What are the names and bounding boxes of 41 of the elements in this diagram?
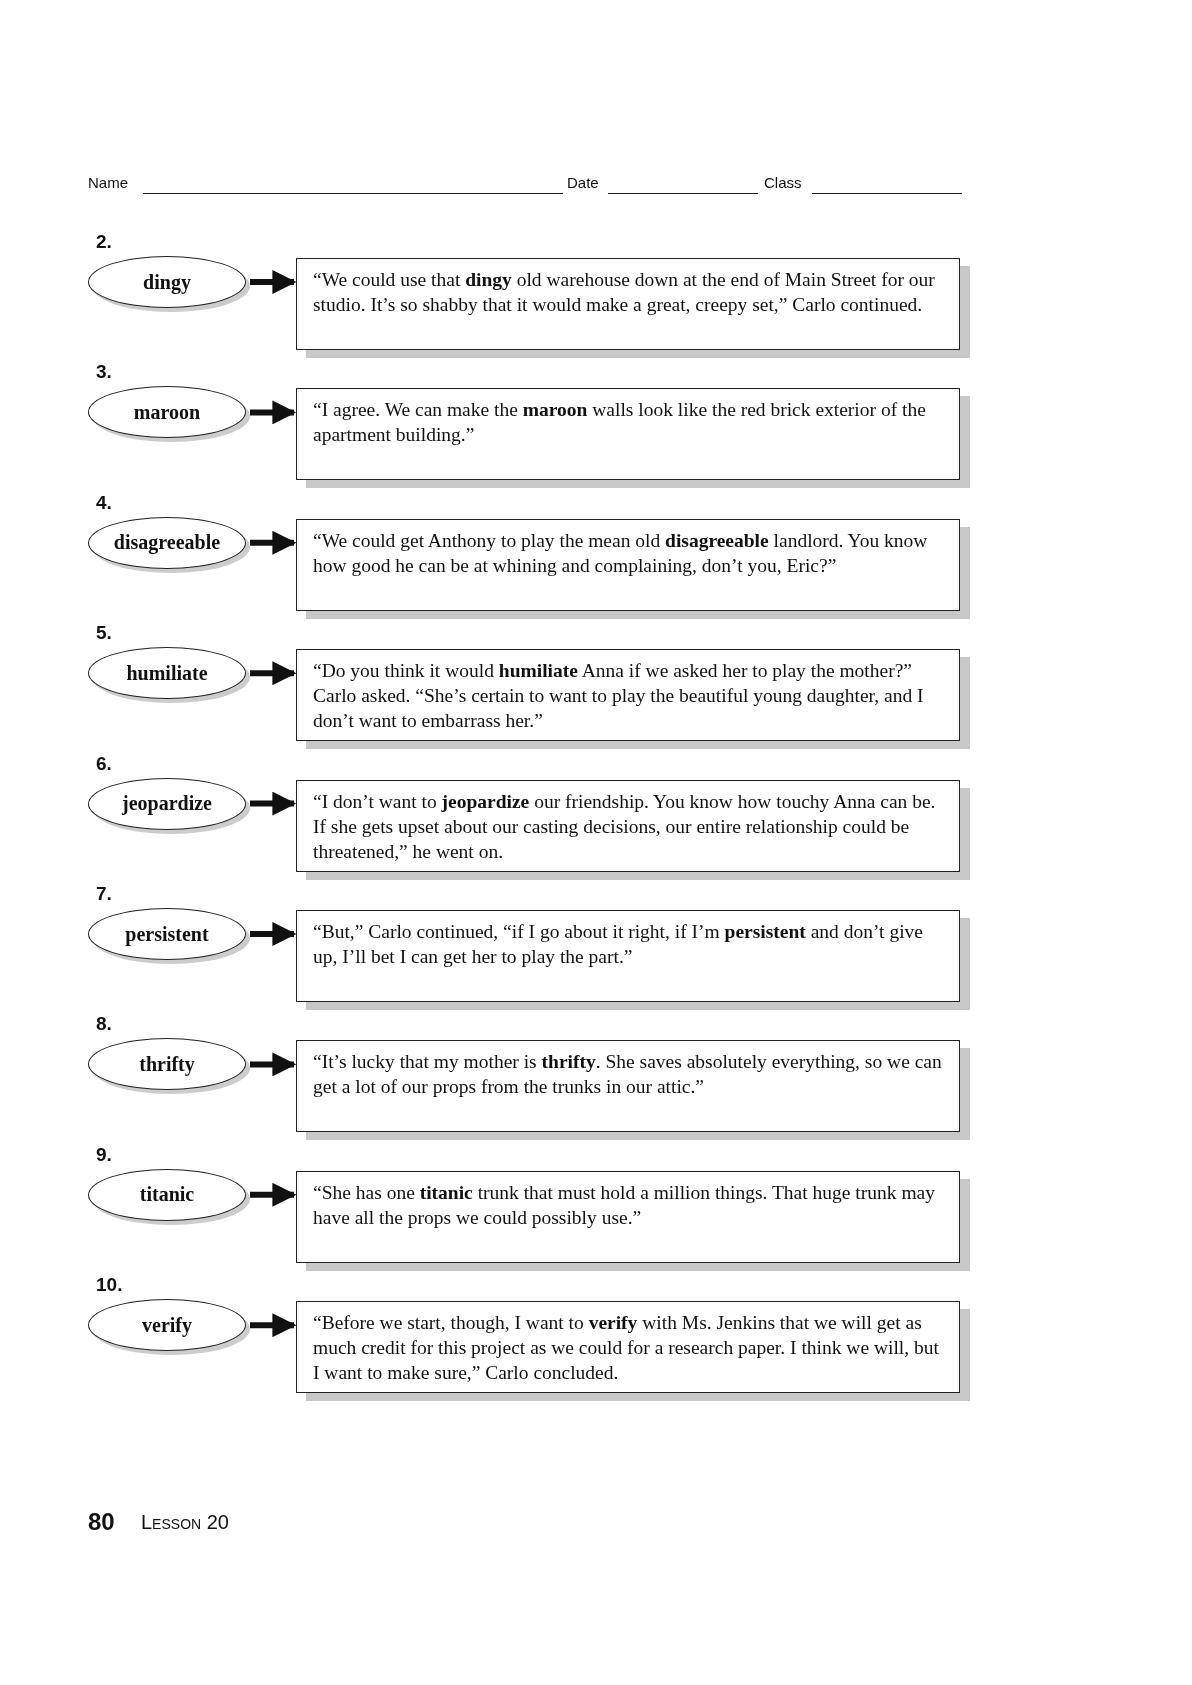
sentence-text: “But,” Carlo continued, “if I go about it right, if I’m persistent and don’t give up, I’ll bet I can get her to play the part.” (313, 920, 924, 969)
sentence-text: “Before we start, though, I want to verify with Ms. Jenkins that we will get as much credit for this project as we could for a research paper. I think we will, but I want to make sure,” Carlo concluded. (313, 1311, 940, 1386)
vocabulary-word: titanic (139, 1183, 195, 1207)
item-number: 10. (96, 1274, 123, 1297)
field-label: Class (764, 174, 802, 191)
item-number: 5. (96, 622, 112, 645)
sentence-text: “I don’t want to jeopardize our friendship. You know how touchy Anna can be. If she gets upset about our casting decisions, our entire relationship could be threatened,” he went on. (313, 789, 937, 864)
item-number: 4. (96, 491, 112, 514)
arrow (250, 661, 297, 686)
arrow (250, 791, 297, 816)
arrow (250, 922, 297, 946)
field-label: Name (88, 174, 128, 191)
vocabulary-word: verify (142, 1313, 192, 1337)
sentence-text: “She has one titanic trunk that must hold a million things. That huge trunk may have all the props we could possibly use.” (313, 1180, 936, 1230)
sentence-text: “It’s lucky that my mother is thrifty. She saves absolutely everything, so we can get a lot of our props from the trunks in our attic.” (313, 1050, 943, 1100)
item-number: 8. (96, 1013, 112, 1036)
sentence-text: “I agree. We can make the maroon walls look like the red brick exterior of the apartment building.” (313, 398, 927, 448)
lesson-label: Lesson 20 (141, 1511, 229, 1534)
vocabulary-word: thrifty (139, 1052, 195, 1076)
vocabulary-word: dingy (143, 270, 191, 294)
vocabulary-word: persistent (125, 922, 209, 946)
item-number: 3. (96, 361, 112, 384)
arrow (250, 270, 297, 294)
arrow (250, 1182, 297, 1207)
vocabulary-word: maroon (133, 400, 201, 424)
arrow (250, 1313, 297, 1338)
item-number: 2. (96, 231, 112, 253)
sentence-text: “We could use that dingy old warehouse down at the end of Main Street for our studio. It’s so shabby that it would make a great, creepy set,” Carlo continued. (313, 268, 936, 317)
sentence-text: “Do you think it would humiliate Anna if we asked her to play the mother?” Carlo asked. “She’s certain to want to play the beautiful young daughter, and I don’t want to embarrass her.” (313, 659, 925, 734)
vocabulary-word: jeopardize (122, 792, 212, 816)
arrow (250, 1052, 297, 1077)
field-label: Date (567, 174, 599, 191)
arrow (250, 530, 297, 555)
sentence-text: “We could get Anthony to play the mean old disagreeable landlord. You know how good he can be at whining and complaining, don’t you, Eric?” (313, 528, 929, 578)
item-number: 6. (96, 752, 112, 775)
vocabulary-word: disagreeable (113, 531, 221, 555)
item-number: 9. (96, 1143, 112, 1166)
arrow (250, 400, 297, 425)
page-number: 80 (88, 1508, 115, 1536)
item-number: 7. (96, 883, 112, 905)
vocabulary-word: humiliate (126, 661, 208, 685)
